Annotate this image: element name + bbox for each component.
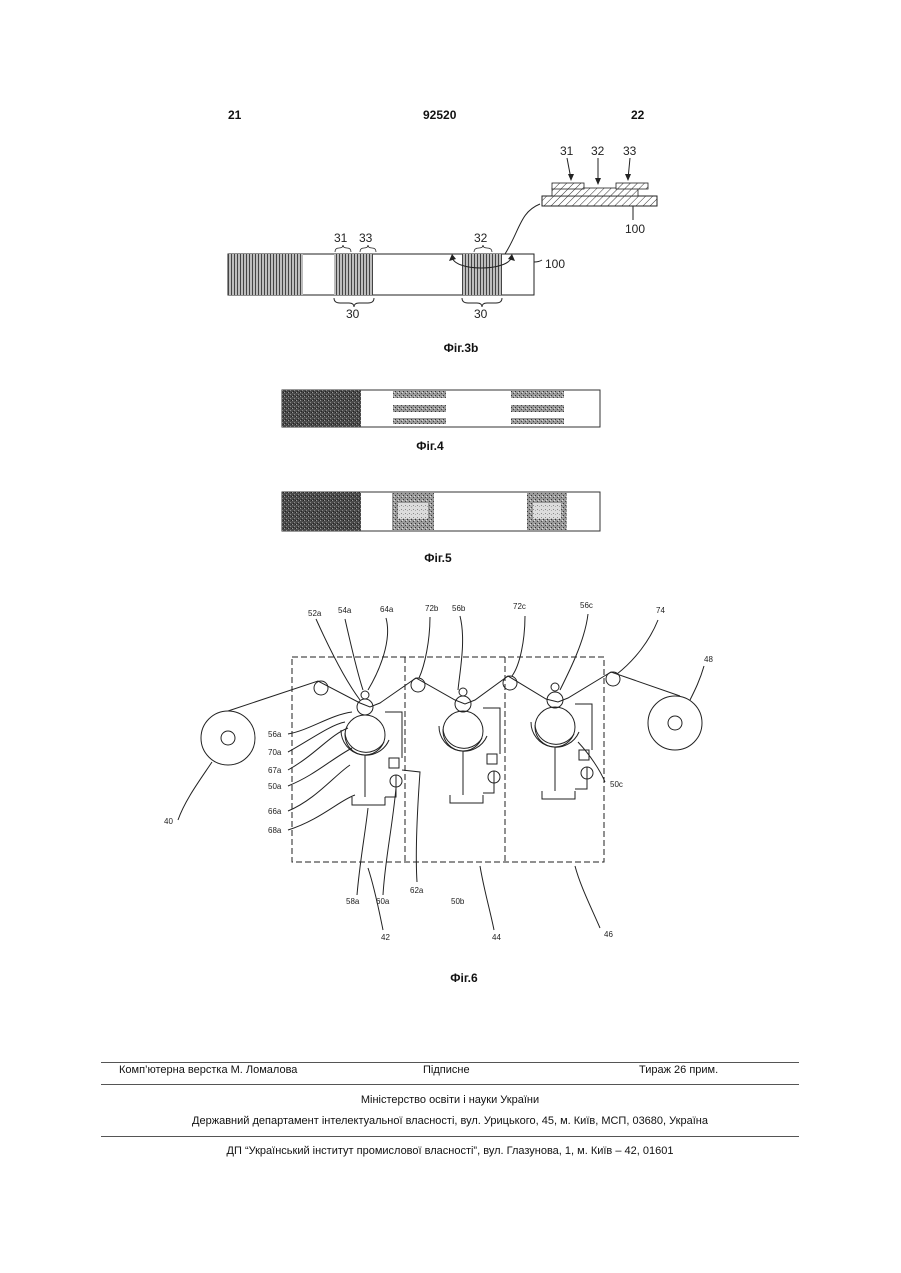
label-31-top: 31: [560, 144, 574, 158]
label-100-top: 100: [625, 222, 645, 236]
sample-pad: [228, 254, 303, 295]
label-60a: 60a: [376, 897, 390, 906]
label-42: 42: [381, 933, 390, 942]
layer-33: [616, 183, 648, 189]
label-50c: 50c: [610, 780, 623, 789]
footer-rule-top: [101, 1062, 799, 1063]
sample-pad-fig5: [282, 492, 361, 531]
footer-rule-middle: [101, 1084, 799, 1085]
footer-signed: Підписне: [423, 1064, 470, 1076]
substrate-layer: [542, 196, 657, 206]
supply-roll: [201, 711, 255, 765]
footer-layout: Комп’ютерна верстка М. Ломалова: [119, 1064, 297, 1076]
sample-pad-fig4: [282, 390, 361, 427]
caption-fig4: Фіг.4: [380, 439, 480, 453]
figure-6-labels: 52a 54a 64a 72b 56b 72c 56c 74 48 56a 70…: [164, 601, 713, 942]
label-72c: 72c: [513, 602, 526, 611]
label-40: 40: [164, 817, 173, 826]
footer-rule-bottom: [101, 1136, 799, 1137]
label-72b: 72b: [425, 604, 439, 613]
figure-6: [178, 614, 704, 930]
label-74: 74: [656, 606, 665, 615]
label-30-right: 30: [474, 307, 488, 321]
label-50b: 50b: [451, 897, 465, 906]
apparatus-frame: [292, 657, 604, 862]
label-46: 46: [604, 930, 613, 939]
label-52a: 52a: [308, 609, 322, 618]
footer-department: Державний департамент інтелектуальної вл…: [101, 1115, 799, 1127]
label-33-top: 33: [623, 144, 637, 158]
label-56b: 56b: [452, 604, 466, 613]
label-67a: 67a: [268, 766, 282, 775]
label-33: 33: [359, 231, 373, 245]
test-zone-left: [334, 254, 373, 295]
label-32-top: 32: [591, 144, 605, 158]
footer-institute: ДП “Український інститут промислової вла…: [101, 1145, 799, 1157]
label-50a: 50a: [268, 782, 282, 791]
label-56a: 56a: [268, 730, 282, 739]
take-up-roll: [648, 696, 702, 750]
label-32: 32: [474, 231, 488, 245]
label-64a: 64a: [380, 605, 394, 614]
label-58a: 58a: [346, 897, 360, 906]
figure-3b: 31 32 33 100 31 33 32 100 30 30: [228, 144, 657, 321]
label-44: 44: [492, 933, 501, 942]
label-70a: 70a: [268, 748, 282, 757]
footer-ministry: Міністерство освіти і науки України: [101, 1094, 799, 1106]
caption-fig5: Фіг.5: [388, 551, 488, 565]
test-zone-right: [462, 254, 502, 295]
label-100: 100: [545, 257, 565, 271]
layer-31: [552, 183, 584, 189]
caption-fig3b: Фіг.3b: [411, 341, 511, 355]
label-30-left: 30: [346, 307, 360, 321]
label-48: 48: [704, 655, 713, 664]
label-54a: 54a: [338, 606, 352, 615]
label-62a: 62a: [410, 886, 424, 895]
figure-4: [282, 390, 600, 427]
label-56c: 56c: [580, 601, 593, 610]
label-66a: 66a: [268, 807, 282, 816]
label-68a: 68a: [268, 826, 282, 835]
caption-fig6: Фіг.6: [414, 971, 514, 985]
footer-circulation: Тираж 26 прим.: [639, 1064, 718, 1076]
figure-5: [282, 492, 600, 531]
label-31: 31: [334, 231, 348, 245]
